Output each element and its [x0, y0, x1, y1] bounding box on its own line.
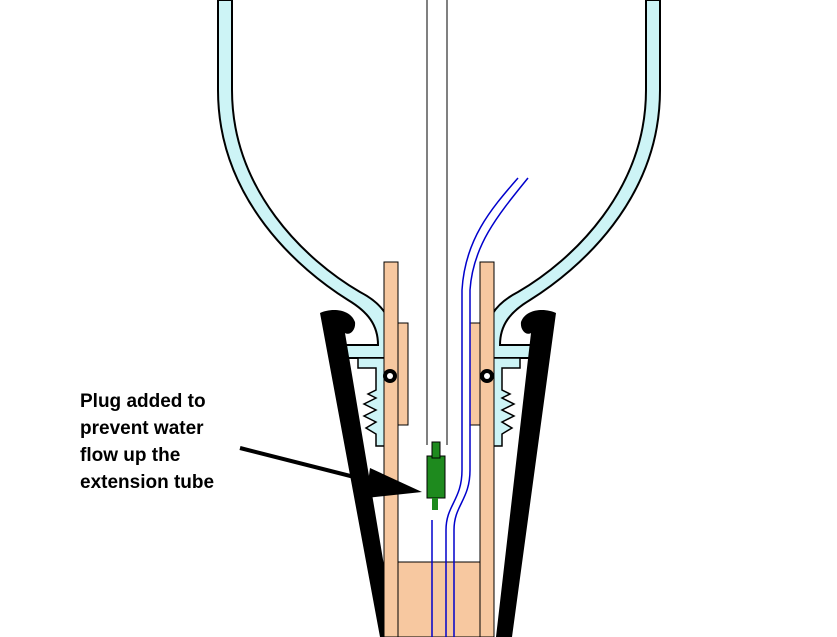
bottle [217, 0, 661, 447]
plug-annotation: Plug added to prevent water flow up the … [80, 388, 260, 496]
annotation-line-4: extension tube [80, 472, 215, 493]
bottle-wall-left [217, 0, 393, 359]
tube-wall-right [479, 261, 495, 637]
launch-rod [426, 0, 448, 445]
sleeve-left [320, 309, 396, 637]
extension-tube [383, 261, 495, 637]
o-ring [383, 369, 494, 383]
plug-tail [432, 498, 438, 510]
plug-body [426, 455, 446, 499]
annotation-line-3: flow up the [80, 445, 181, 466]
plug [426, 441, 446, 510]
annotation-line-2: prevent water [80, 418, 204, 439]
o-ring-right-hole [484, 373, 490, 379]
tube-wall-left [383, 261, 399, 637]
bottle-wall-right [485, 0, 661, 359]
tube-filling [397, 561, 481, 637]
plug-stem [431, 441, 441, 459]
o-ring-left-hole [387, 373, 393, 379]
collar-right [469, 322, 481, 426]
annotation-line-1: Plug added to [80, 391, 206, 412]
sleeve-right [496, 309, 556, 637]
annotation-arrow [239, 446, 422, 498]
outer-sleeve [320, 309, 556, 637]
collar [397, 322, 481, 426]
hose [431, 177, 529, 637]
collar-left [397, 322, 409, 426]
